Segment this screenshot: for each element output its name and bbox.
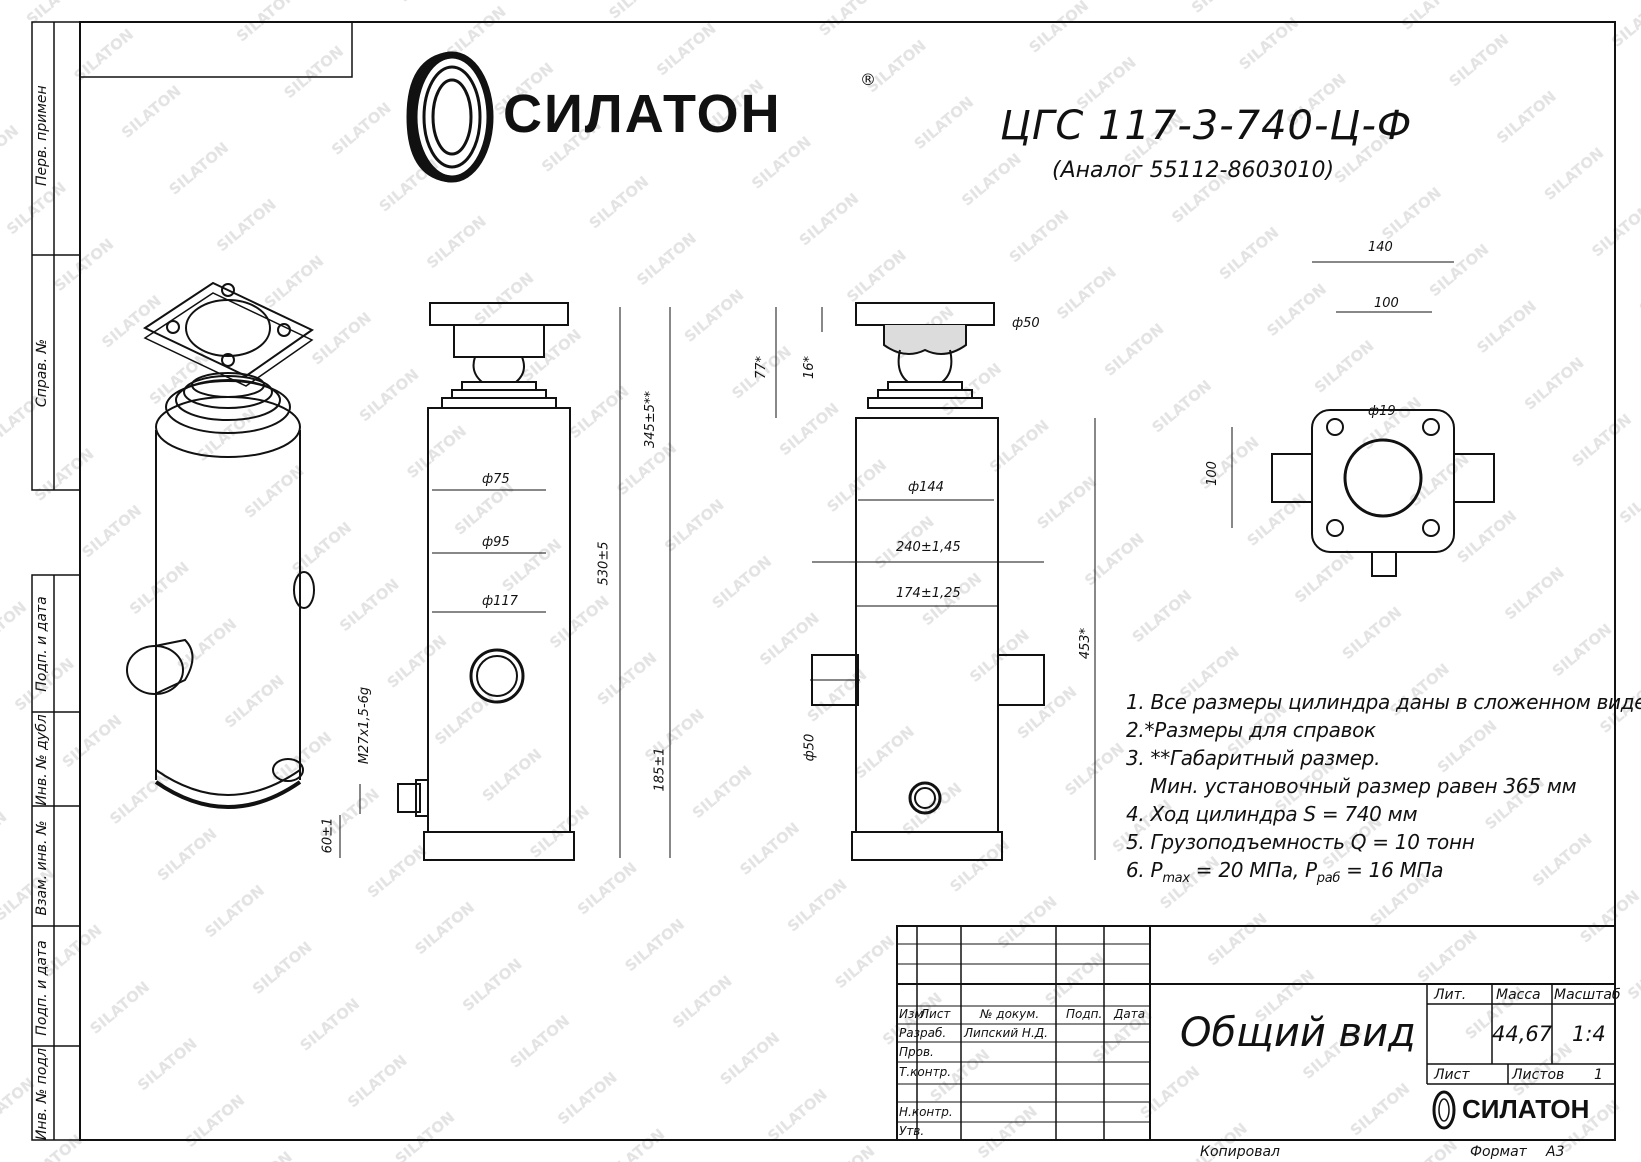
dim-d19: ф19 (1368, 404, 1396, 419)
tb-row-prov: Пров. (899, 1045, 934, 1059)
front-view-right (811, 302, 1045, 861)
brand-ring-logo (406, 51, 494, 183)
tb-col-podp: Подп. (1066, 1007, 1103, 1021)
tb-developer: Липский Н.Д. (964, 1026, 1048, 1040)
tb-row-utv: Утв. (899, 1124, 925, 1138)
tb-copied: Копировал (1200, 1144, 1280, 1160)
note-6-mid: = 20 МПа, P (1189, 858, 1317, 882)
isometric-view (126, 281, 315, 809)
note-6-p: 6. P (1126, 858, 1163, 882)
tb-format-label: Формат (1470, 1144, 1527, 1160)
dim-d117: ф117 (482, 594, 518, 609)
tb-mass-label: Масса (1496, 987, 1541, 1003)
note-6: 6. Pmax = 20 МПа, Pраб = 16 МПа (1126, 858, 1444, 886)
tb-col-izm: Изм (899, 1007, 924, 1021)
tb-sheets: 1 (1594, 1067, 1603, 1083)
tb-scale-label: Масштаб (1554, 987, 1621, 1003)
dim-d50-top: ф50 (1012, 316, 1040, 331)
tb-col-data: Дата (1114, 1007, 1146, 1021)
note-2: 2.*Размеры для справок (1126, 718, 1376, 742)
dim-174: 174±1,25 (896, 586, 961, 601)
note-3-cont: Мин. установочный размер равен 365 мм (1150, 774, 1577, 798)
tb-sheet-label: Лист (1434, 1067, 1470, 1083)
tb-row-razrab: Разраб. (899, 1026, 947, 1040)
brand-name: СИЛАТОН (503, 84, 782, 144)
dim-sq140: 140 (1368, 240, 1393, 255)
tb-sheets-label: Листов (1512, 1067, 1565, 1083)
tb-col-list: Лист (920, 1007, 951, 1021)
dim-d144: ф144 (908, 480, 944, 495)
tb-row-nkontr: Н.контр. (899, 1105, 953, 1119)
front-view-left (397, 302, 575, 861)
dimension-lines (339, 261, 1454, 860)
note-6-end: = 16 МПа (1340, 858, 1444, 882)
product-code: ЦГС 117-3-740-Ц-Ф (1000, 103, 1413, 149)
note-1: 1. Все размеры цилиндра даны в сложенном… (1126, 690, 1641, 714)
note-3: 3. **Габаритный размер. (1126, 746, 1381, 770)
note-6-prab-sub: раб (1316, 871, 1341, 886)
dim-d95: ф95 (482, 535, 510, 550)
note-4: 4. Ход цилиндра S = 740 мм (1126, 802, 1418, 826)
note-5: 5. Грузоподъемность Q = 10 тонн (1126, 830, 1475, 854)
tb-col-doc: № докум. (980, 1007, 1040, 1021)
tb-format: А3 (1546, 1144, 1565, 1160)
dim-d75: ф75 (482, 472, 510, 487)
dim-240: 240±1,45 (896, 540, 961, 555)
tb-brand: СИЛАТОН (1462, 1094, 1590, 1124)
small-brand-ring (1432, 1090, 1456, 1130)
tb-scale: 1:4 (1572, 1022, 1606, 1046)
dim-w100: 100 (1374, 296, 1399, 311)
flange-top-view (1271, 409, 1495, 577)
tb-mass: 44,67 (1492, 1022, 1553, 1046)
tb-row-tkontr: Т.контр. (899, 1065, 952, 1079)
sheet-frame (31, 21, 1616, 1141)
analog-code: (Аналог 55112-8603010) (1052, 158, 1335, 183)
tb-lit-label: Лит. (1434, 987, 1467, 1003)
registered-mark: ® (860, 70, 876, 89)
tb-document-name: Общий вид (1180, 1010, 1416, 1056)
note-6-pmax-sub: max (1162, 871, 1190, 886)
